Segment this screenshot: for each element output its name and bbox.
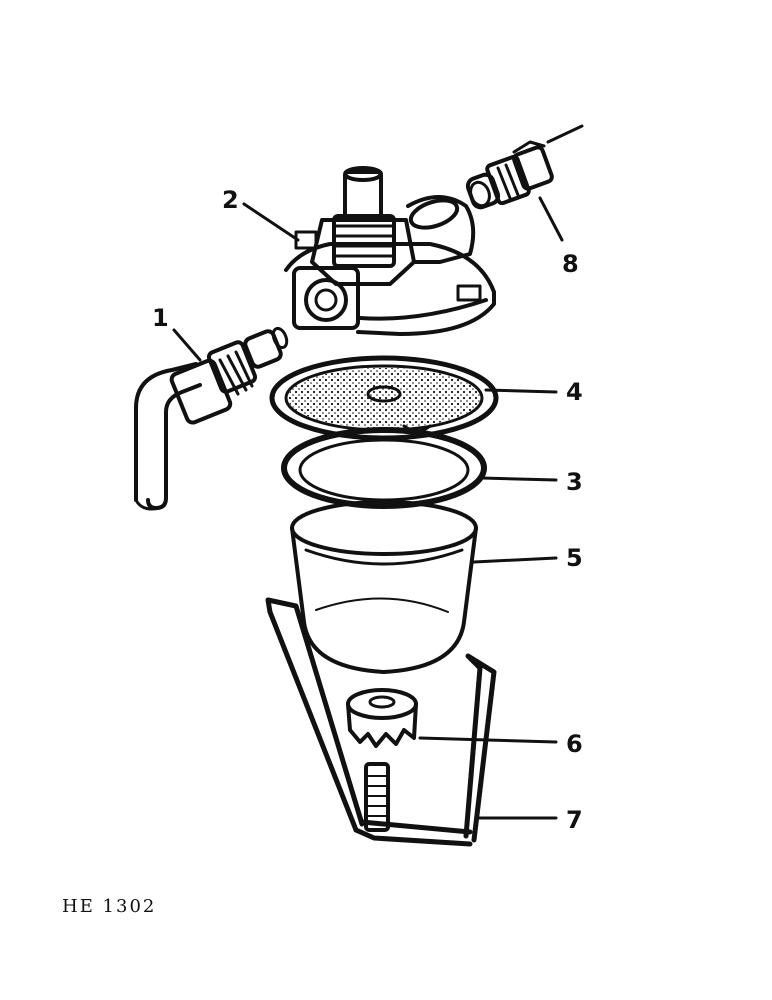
callout-8: 8 [562, 250, 579, 278]
part-4-filter-element [269, 355, 499, 441]
leader-3 [480, 476, 558, 482]
callout-4: 4 [566, 378, 583, 406]
figure-code: HE 1302 [62, 896, 157, 917]
callout-7: 7 [566, 806, 583, 834]
leader-lines [172, 124, 584, 820]
part-3-gasket [281, 427, 487, 509]
part-7-bail [265, 597, 497, 847]
leader-8 [538, 196, 564, 242]
part-1-inlet-fitting [134, 326, 289, 511]
leader-6 [418, 736, 558, 744]
leader-2 [242, 202, 300, 242]
leader-8-tail [546, 124, 584, 144]
callout-2: 2 [222, 186, 239, 214]
callout-6: 6 [566, 730, 583, 758]
leader-5 [472, 556, 558, 564]
callout-5: 5 [566, 544, 583, 572]
part-5-sediment-bowl [290, 500, 478, 674]
leader-4 [484, 388, 558, 394]
part-2-filter-head [284, 166, 496, 336]
callout-1: 1 [152, 304, 169, 332]
leader-1 [172, 328, 202, 362]
part-8-outlet-fitting [465, 140, 554, 210]
callout-3: 3 [566, 468, 583, 496]
part-6-thumb-nut [346, 688, 418, 748]
